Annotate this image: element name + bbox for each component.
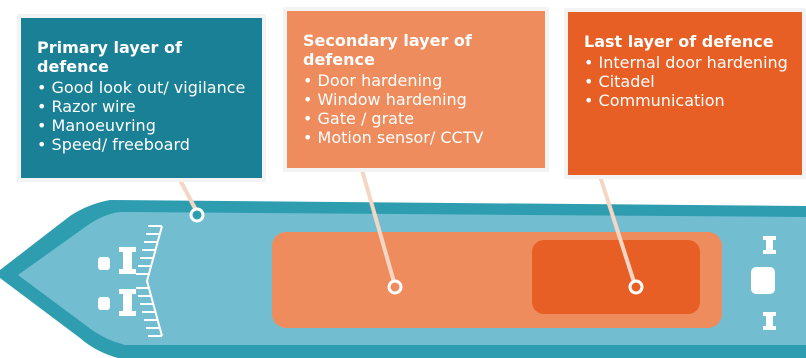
list-item: Gate / grate [303, 109, 535, 128]
bow-bollard-icon [98, 247, 136, 316]
list-item: Speed/ freeboard [37, 135, 252, 154]
secondary-defence-list: Door hardening Window hardening Gate / g… [303, 71, 535, 147]
secondary-defence-title: Secondary layer of defence [303, 31, 472, 69]
list-item: Good look out/ vigilance [37, 78, 252, 97]
connector-secondary [360, 169, 403, 295]
list-item: Internal door hardening [584, 53, 792, 72]
list-item: Manoeuvring [37, 116, 252, 135]
citadel-zone [532, 240, 700, 314]
last-defence-panel: Last layer of defence Internal door hard… [564, 8, 806, 179]
list-item: Motion sensor/ CCTV [303, 128, 535, 147]
primary-defence-title: Primary layer of defence [37, 38, 182, 76]
list-item: Communication [584, 91, 792, 110]
stern-bollard-icon [763, 236, 776, 330]
last-defence-list: Internal door hardening Citadel Communic… [584, 53, 792, 110]
razor-wire-icon [136, 225, 163, 337]
last-defence-title: Last layer of defence [584, 32, 774, 51]
connector-last [598, 175, 644, 295]
stern-hatch-icon [751, 267, 775, 294]
connector-primary [178, 179, 205, 223]
list-item: Door hardening [303, 71, 535, 90]
primary-defence-panel: Primary layer of defence Good look out/ … [17, 14, 266, 182]
list-item: Razor wire [37, 97, 252, 116]
list-item: Window hardening [303, 90, 535, 109]
secondary-defence-panel: Secondary layer of defence Door hardenin… [283, 7, 549, 172]
list-item: Citadel [584, 72, 792, 91]
primary-defence-list: Good look out/ vigilance Razor wire Mano… [37, 78, 252, 154]
